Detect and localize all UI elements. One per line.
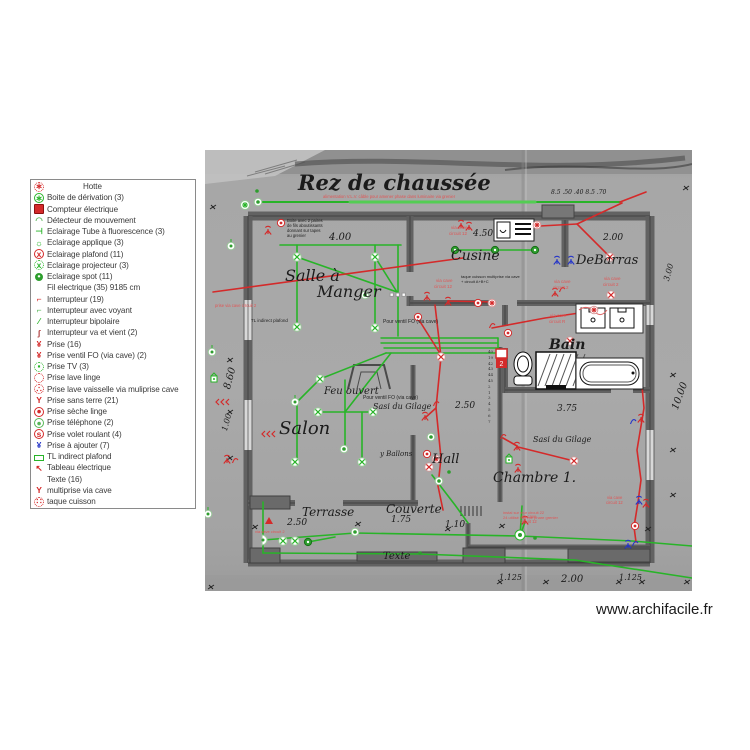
legend-item: Compteur électrique [31,204,195,215]
legend-item-label: Prise à ajouter (7) [47,440,110,450]
legend-item: Fil electrique (35) 9185 cm [31,282,195,293]
legend-symbol-icon: x [34,249,44,260]
legend-item-label: Interrupteur bipolaire [47,317,120,327]
legend-item: ⊣ Eclairage Tube à fluorescence (3) [31,226,195,237]
legend-item-label: Prise lave vaisselle via muliprise cave [47,384,179,394]
legend-item-label: Prise téléphone (2) [47,418,114,428]
legend-symbol-icon [34,372,44,383]
legend-item: Texte (16) [31,474,195,485]
svg-text:2: 2 [500,361,504,368]
legend-item: ʃ Interrupteur va et vient (2) [31,327,195,338]
legend-item: ▪Prise TV (3) [31,361,195,372]
legend-item-label: Texte (16) [47,474,82,484]
legend-item-label: Prise sèche linge [47,407,107,417]
legend-item: TL indirect plafond [31,451,195,462]
legend-symbol-icon: ● [34,417,44,428]
legend-item-label: Prise volet roulant (4) [47,429,122,439]
legend-item: ☼ Eclairage applique (3) [31,237,195,248]
legend-item-label: Hotte [83,182,102,192]
legend-symbol-icon: ⊣ [35,226,43,237]
legend-item: ∗ Hotte [31,181,195,192]
legend-symbol-icon: ∗ [34,192,44,203]
legend-item: ⌐ Interrupteur avec voyant [31,305,195,316]
legend-symbol-icon: Y [36,485,42,496]
legend-item-label: Interrupteur va et vient (2) [47,328,138,338]
legend-item: •Eclairage spot (11) [31,271,195,282]
legend-symbol-icon: ◠ [35,215,43,226]
legend-item: ¥ Prise (16) [31,339,195,350]
legend-symbol-icon: ↖ [35,462,43,473]
legend-symbol-icon: ⌐ [36,293,42,304]
legend-symbol-icon: ● [34,406,44,417]
legend-item-label: Prise sans terre (21) [47,395,119,405]
legend-item: Y Prise sans terre (21) [31,395,195,406]
floor-plan-drawing: 2 [205,150,692,591]
legend-item-label: Prise ventil FO (via cave) (2) [47,350,147,360]
legend-item-label: Interrupteur avec voyant [47,305,132,315]
legend-item-label: Interrupteur (19) [47,294,104,304]
legend-symbol-icon: ¥ [36,338,42,349]
legend-item: ●Prise sèche linge [31,406,195,417]
legend-panel: ∗Hotte∗Boite de dérivation (3)Compteur é… [30,179,196,509]
legend-item-label: Détecteur de mouvement [47,215,136,225]
legend-item: Prise lave linge [31,372,195,383]
legend-symbol-icon [34,283,44,293]
legend-item: ¥ Prise à ajouter (7) [31,440,195,451]
legend-item: ∕ Interrupteur bipolaire [31,316,195,327]
legend-symbol-icon: ¥ [36,350,42,361]
legend-item-label: Compteur électrique [47,204,118,214]
legend-item: ⌐ Interrupteur (19) [31,294,195,305]
legend-item-label: Fil electrique (35) 9185 cm [47,283,141,293]
legend-item: ∗Boite de dérivation (3) [31,192,195,203]
legend-symbol-icon [34,454,44,461]
legend-item-label: Eclairage applique (3) [47,238,124,248]
legend-symbol-icon: ∗ [34,181,44,192]
legend-symbol-icon [34,474,44,484]
legend-item-label: Tableau électrique [47,463,111,473]
legend-symbol-icon: ☼ [35,237,43,248]
legend-item-label: TL indirect plafond [47,452,112,462]
legend-symbol-icon: Y [36,395,42,406]
legend-symbol-icon: ʃ [37,327,41,338]
legend-item: ●Prise téléphone (2) [31,417,195,428]
legend-item-label: Boite de dérivation (3) [47,193,124,203]
legend-symbol-icon: x [34,260,44,271]
legend-item-label: Eclairage spot (11) [47,272,113,282]
legend-symbol-icon: ∷ [34,496,44,507]
legend-item-label: multiprise via cave [47,485,112,495]
legend-symbol-icon: ▪ [34,361,44,372]
legend-item: ∴Prise lave vaisselle via muliprise cave [31,384,195,395]
legend-item: ↖ Tableau électrique [31,462,195,473]
legend-symbol-icon: ⌐ [36,305,42,316]
legend-symbol-icon: ∴ [34,384,44,395]
legend-item: ¥ Prise ventil FO (via cave) (2) [31,350,195,361]
legend-symbol-icon: ∕ [38,316,40,327]
legend-item-label: Eclairage plafond (11) [47,249,124,259]
legend-symbol-icon: • [34,271,44,282]
legend-item-label: Prise TV (3) [47,362,89,372]
legend-item-label: Eclairage Tube à fluorescence (3) [47,227,165,237]
legend-item-label: taque cuisson [47,497,96,507]
legend-item-label: Prise lave linge [47,373,101,383]
legend-item: ∷taque cuisson [31,496,195,507]
legend-item-label: Eclairage projecteur (3) [47,260,129,270]
legend-rows: ∗Hotte∗Boite de dérivation (3)Compteur é… [31,181,195,507]
watermark: www.archifacile.fr [596,601,713,618]
legend-symbol-icon: s [34,429,44,440]
legend-symbol-icon: ¥ [36,440,42,451]
legend-symbol-icon [34,204,44,215]
legend-item: ◠ Détecteur de mouvement [31,215,195,226]
legend-item-label: Prise (16) [47,339,82,349]
